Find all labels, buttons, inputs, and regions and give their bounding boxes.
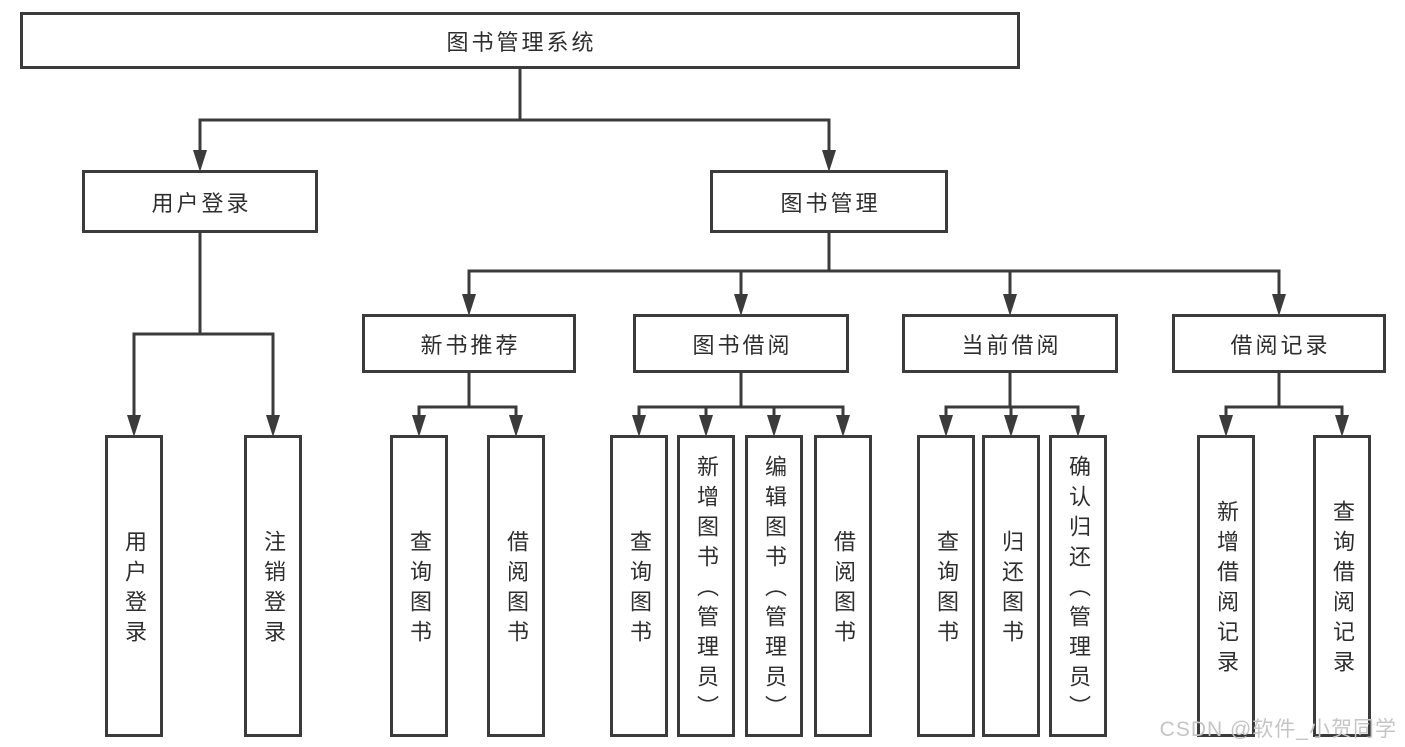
arrowhead-icon (822, 150, 836, 172)
arrowhead-icon (699, 415, 713, 437)
node-label-records: 借阅记录 (1230, 332, 1331, 358)
node-nr1: 查询图书 (390, 435, 448, 737)
node-label-user_login: 用户登录 (151, 190, 252, 216)
node-label-rc2: 查询借阅记录 (1330, 500, 1355, 680)
node-ul1: 用户登录 (105, 435, 163, 737)
node-cu1: 查询图书 (917, 435, 975, 737)
node-current: 当前借阅 (902, 314, 1118, 373)
node-label-bw4: 借阅图书 (831, 530, 856, 650)
arrowhead-icon (412, 415, 426, 437)
arrowhead-icon (193, 150, 207, 172)
arrowhead-icon (1272, 294, 1286, 316)
node-label-nr1: 查询图书 (407, 530, 432, 650)
node-label-ul1: 用户登录 (122, 530, 147, 650)
node-rc2: 查询借阅记录 (1313, 435, 1371, 737)
node-label-cu2: 归还图书 (999, 530, 1024, 650)
node-rc1: 新增借阅记录 (1197, 435, 1255, 737)
node-label-bw2: 新增图书（管理员） (694, 455, 719, 725)
node-label-current: 当前借阅 (961, 332, 1062, 358)
arrowhead-icon (509, 415, 523, 437)
arrowhead-icon (1219, 415, 1233, 437)
arrowhead-icon (734, 294, 748, 316)
node-label-cu3: 确认归还（管理员） (1066, 455, 1091, 725)
node-bw3: 编辑图书（管理员） (745, 435, 803, 737)
arrowhead-icon (1335, 415, 1349, 437)
arrowhead-icon (632, 415, 646, 437)
node-ul2: 注销登录 (244, 435, 302, 737)
node-label-new_rec: 新书推荐 (420, 332, 521, 358)
arrowhead-icon (127, 415, 141, 437)
arrowhead-icon (1004, 415, 1018, 437)
node-nr2: 借阅图书 (487, 435, 545, 737)
node-borrow: 图书借阅 (633, 314, 849, 373)
node-user_login: 用户登录 (82, 170, 318, 233)
arrowhead-icon (266, 415, 280, 437)
node-label-bw3: 编辑图书（管理员） (762, 455, 787, 725)
node-label-borrow: 图书借阅 (692, 332, 793, 358)
node-label-ul2: 注销登录 (261, 530, 286, 650)
node-book_mgmt: 图书管理 (710, 170, 948, 233)
node-label-cu1: 查询图书 (934, 530, 959, 650)
node-records: 借阅记录 (1172, 314, 1386, 373)
node-root: 图书管理系统 (20, 12, 1020, 69)
node-bw4: 借阅图书 (814, 435, 872, 737)
node-new_rec: 新书推荐 (362, 314, 576, 373)
arrowhead-icon (1003, 294, 1017, 316)
node-cu3: 确认归还（管理员） (1049, 435, 1107, 737)
arrowhead-icon (1071, 415, 1085, 437)
node-label-rc1: 新增借阅记录 (1214, 500, 1239, 680)
node-label-book_mgmt: 图书管理 (780, 190, 881, 216)
node-label-bw1: 查询图书 (627, 530, 652, 650)
arrowhead-icon (939, 415, 953, 437)
watermark: CSDN @软件_小贺同学 (1159, 718, 1397, 741)
node-bw2: 新增图书（管理员） (677, 435, 735, 737)
arrowhead-icon (836, 415, 850, 437)
node-cu2: 归还图书 (982, 435, 1040, 737)
arrowhead-icon (462, 294, 476, 316)
node-label-nr2: 借阅图书 (504, 530, 529, 650)
node-label-root: 图书管理系统 (446, 29, 597, 55)
arrowhead-icon (767, 415, 781, 437)
node-bw1: 查询图书 (610, 435, 668, 737)
